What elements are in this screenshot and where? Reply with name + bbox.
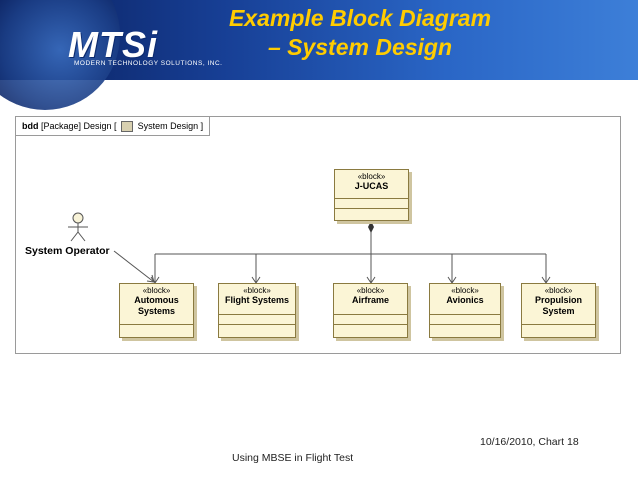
block-stereotype: «block» xyxy=(142,286,171,295)
block-compartment-line xyxy=(335,208,408,209)
frame-close: ] xyxy=(200,121,204,131)
block-compartment-line xyxy=(219,314,295,315)
block-j-ucas[interactable]: «block» J-UCAS xyxy=(334,169,409,221)
actor-arrowhead xyxy=(146,274,155,283)
block-name: Propulsion System xyxy=(535,295,582,316)
actor-stick-figure xyxy=(68,212,88,242)
block-name: J-UCAS xyxy=(354,181,389,191)
block-compartment-line xyxy=(430,314,500,315)
diagram-frame-tab: bdd [Package] Design [ System Design ] xyxy=(16,117,211,136)
actor-association xyxy=(113,250,155,283)
block-compartment-line xyxy=(120,324,193,325)
block-propulsion-system[interactable]: «block» Propulsion System xyxy=(521,283,596,338)
actor-label: System Operator xyxy=(25,245,110,257)
block-stereotype: «block» xyxy=(357,172,386,181)
frame-name: System Design xyxy=(137,121,199,131)
slide-title-line2: – System Design xyxy=(267,34,453,60)
block-name: Airframe xyxy=(351,295,389,305)
block-avionics[interactable]: «block» Avionics xyxy=(429,283,501,338)
block-stereotype: «block» xyxy=(243,286,271,295)
block-compartment-line xyxy=(335,198,408,199)
block-flight-systems[interactable]: «block» Flight Systems xyxy=(218,283,296,338)
frame-text: [Package] Design [ xyxy=(41,121,117,131)
frame-kind: bdd xyxy=(22,121,39,131)
block-stereotype: «block» xyxy=(451,286,479,295)
composition-diamond xyxy=(368,221,374,233)
block-automous-systems[interactable]: «block» Automous Systems xyxy=(119,283,194,338)
block-compartment-line xyxy=(219,324,295,325)
block-name: Avionics xyxy=(446,295,484,305)
block-compartment-line xyxy=(522,324,595,325)
header-banner: MTSi MODERN TECHNOLOGY SOLUTIONS, INC. E… xyxy=(0,0,638,110)
block-compartment-line xyxy=(334,324,407,325)
company-logo: MTSi xyxy=(68,24,158,65)
block-name: Automous Systems xyxy=(134,295,179,316)
slide-title-line1: Example Block Diagram xyxy=(228,5,492,31)
footer-date-chart: 10/16/2010, Chart 18 xyxy=(480,436,579,448)
package-icon xyxy=(121,121,134,133)
block-definition-diagram: bdd [Package] Design [ System Design ] xyxy=(15,116,621,354)
company-logo-subtitle: MODERN TECHNOLOGY SOLUTIONS, INC. xyxy=(74,60,223,67)
block-airframe[interactable]: «block» Airframe xyxy=(333,283,408,338)
footer-presentation-title: Using MBSE in Flight Test xyxy=(232,452,354,464)
block-name: Flight Systems xyxy=(224,295,289,305)
block-stereotype: «block» xyxy=(356,286,385,295)
slide-title: Example Block Diagram – System Design xyxy=(200,4,520,62)
block-compartment-line xyxy=(430,324,500,325)
block-stereotype: «block» xyxy=(544,286,573,295)
block-compartment-line xyxy=(334,314,407,315)
